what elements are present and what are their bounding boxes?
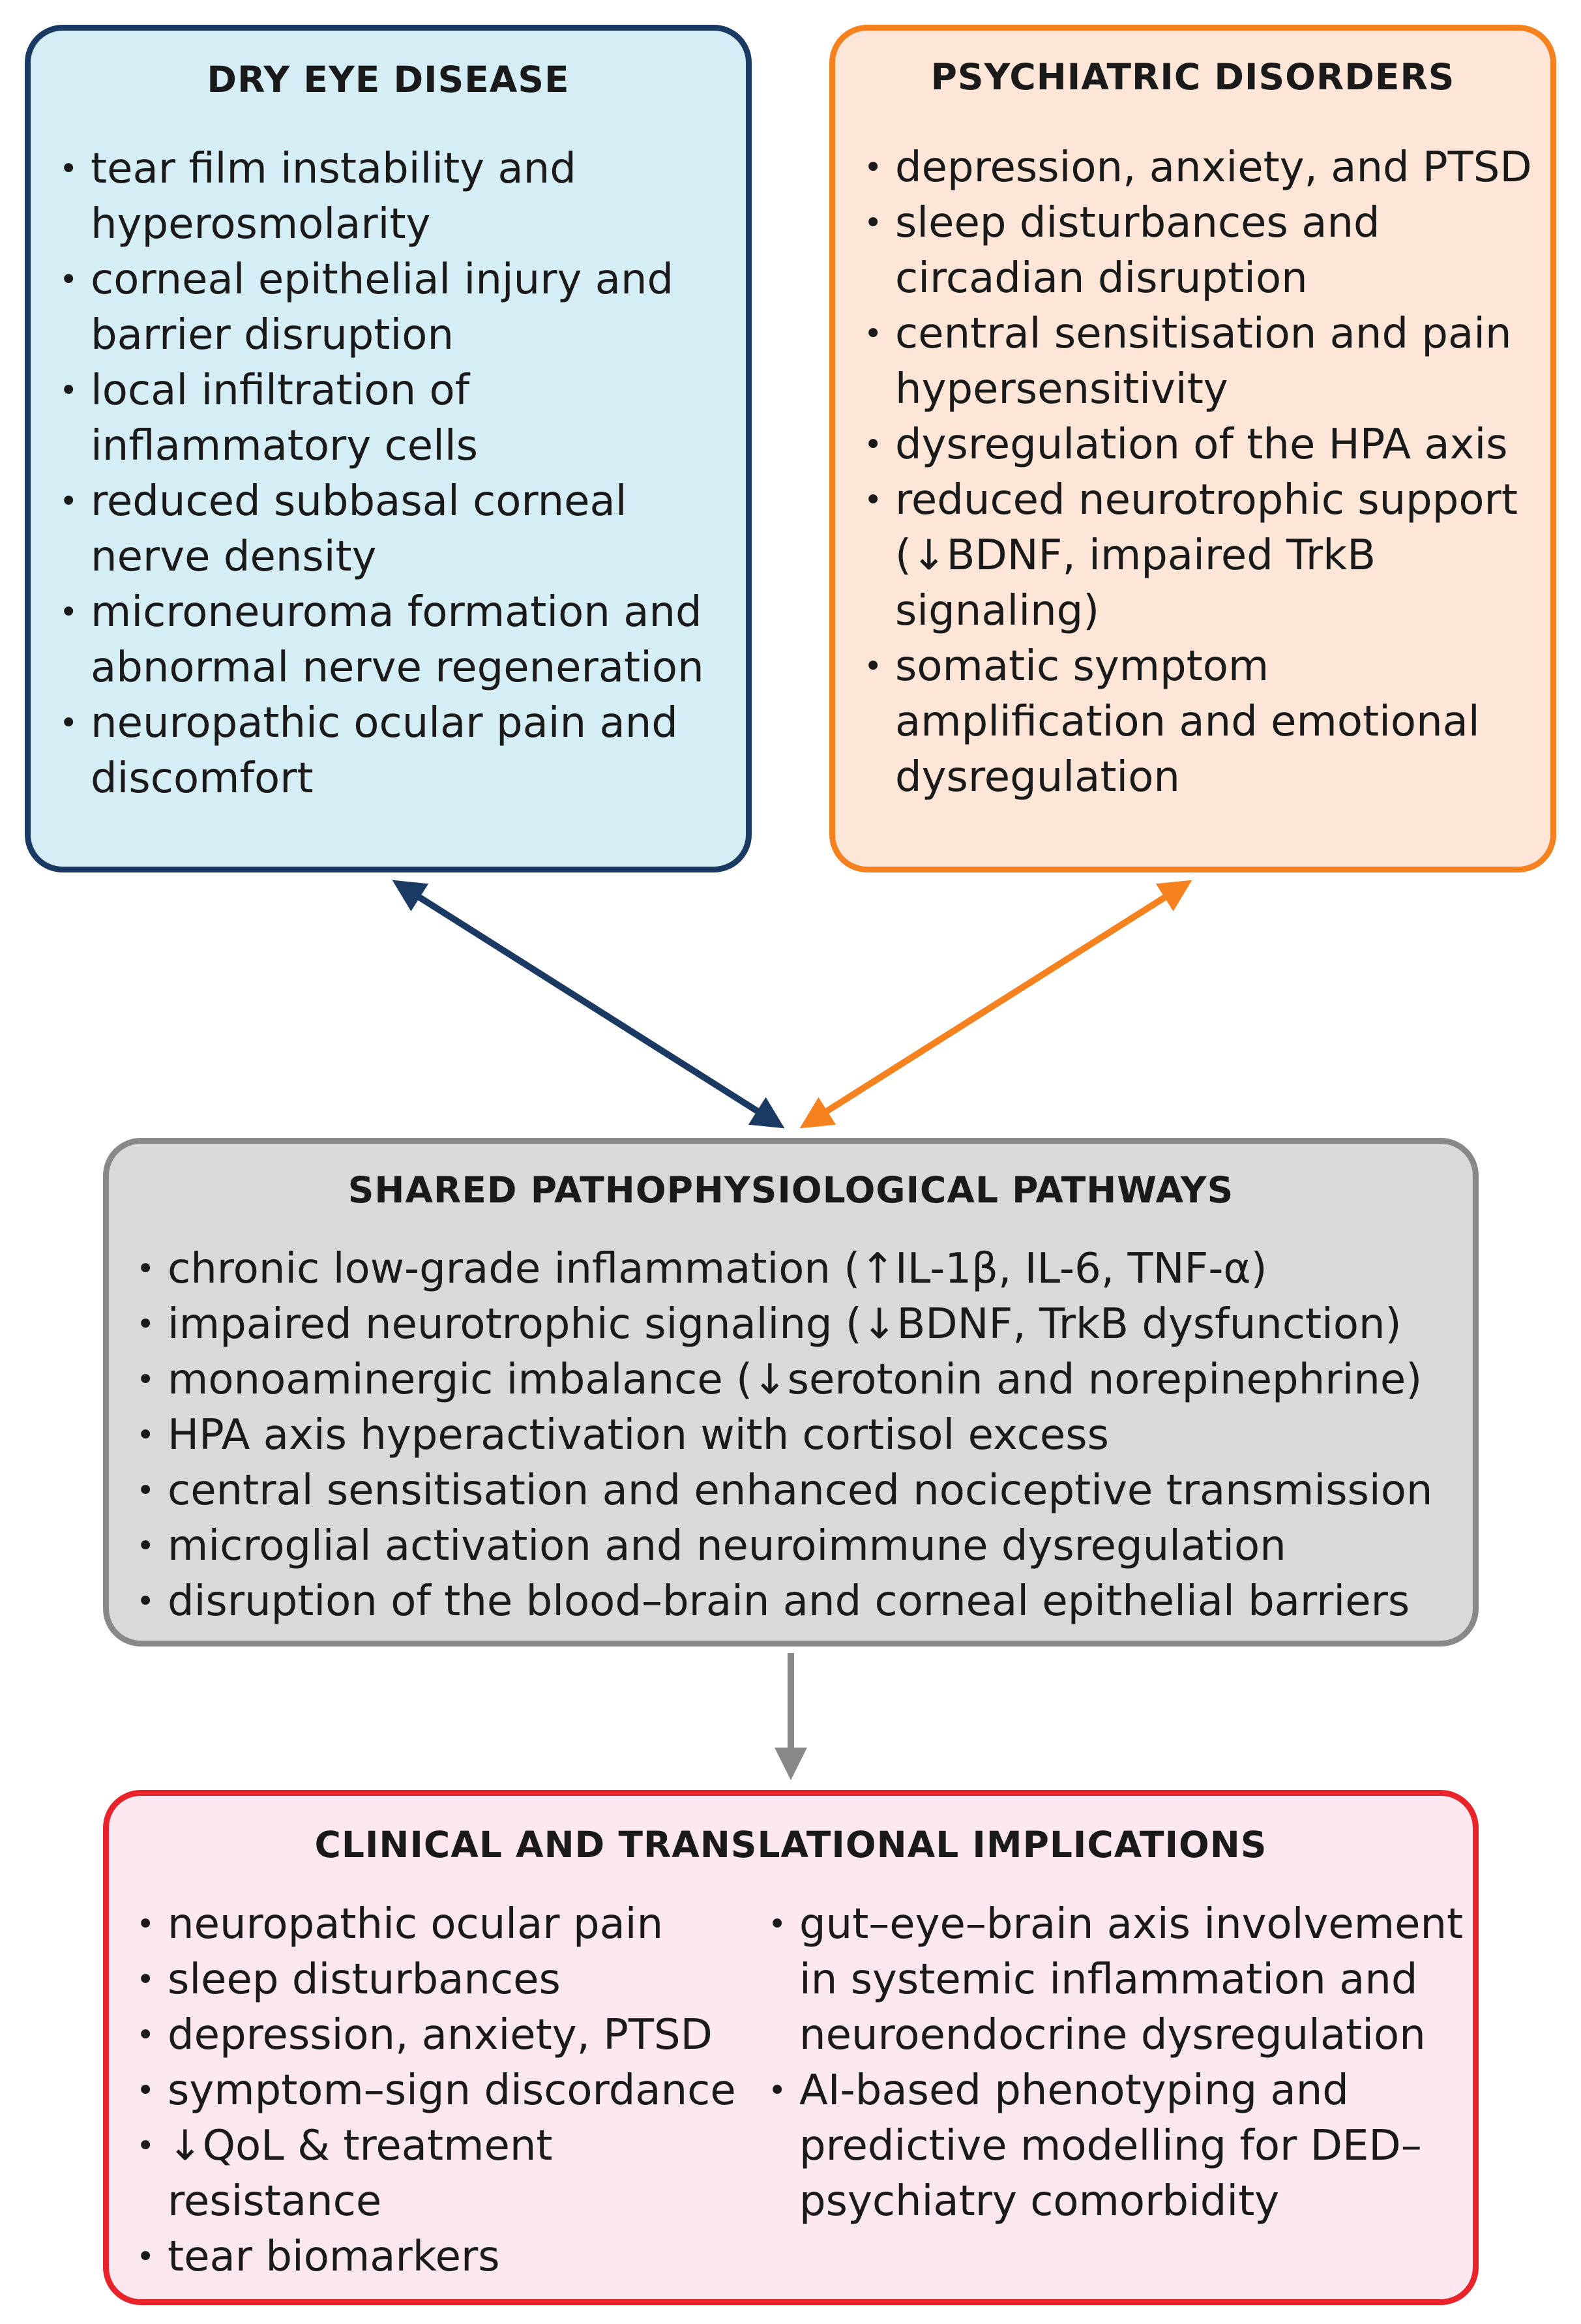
list-item: neuropathic ocular pain xyxy=(132,1897,758,1952)
psychiatric-disorders-list: depression, anxiety, and PTSD sleep dist… xyxy=(860,140,1544,805)
list-item: somatic symptom amplification and emotio… xyxy=(860,639,1544,805)
list-item: chronic low-grade inflammation (↑IL-1β, … xyxy=(132,1242,1469,1297)
dry-eye-disease-list: tear film instability and hyperosmolarit… xyxy=(55,142,740,807)
list-item: ↓QoL & treatment resistance xyxy=(132,2119,758,2229)
psychiatric-disorders-title: PSYCHIATRIC DISORDERS xyxy=(930,56,1455,98)
dry-eye-to-shared-arrow xyxy=(392,880,785,1129)
list-item: local infiltration of inflammatory cells xyxy=(55,363,740,474)
list-item: corneal epithelial injury and barrier di… xyxy=(55,252,740,363)
psychiatric-to-shared-arrow xyxy=(799,880,1192,1129)
list-item: symptom–sign discordance xyxy=(132,2063,758,2119)
clinical-implications-right-list: gut–eye–brain axis involvement in system… xyxy=(764,1897,1468,2229)
list-item: sleep disturbances and circadian disrupt… xyxy=(860,196,1544,306)
clinical-implications-box: CLINICAL AND TRANSLATIONAL IMPLICATIONS … xyxy=(103,1790,1479,2305)
list-item: tear film instability and hyperosmolarit… xyxy=(55,142,740,252)
shared-pathways-title: SHARED PATHOPHYSIOLOGICAL PATHWAYS xyxy=(347,1169,1234,1211)
list-item: AI-based phenotyping and predictive mode… xyxy=(764,2063,1468,2229)
list-item: microneuroma formation and abnormal nerv… xyxy=(55,585,740,696)
list-item: reduced subbasal corneal nerve density xyxy=(55,474,740,585)
list-item: sleep disturbances xyxy=(132,1952,758,2008)
shared-pathways-list: chronic low-grade inflammation (↑IL-1β, … xyxy=(132,1242,1469,1630)
list-item: reduced neurotrophic support (↓BDNF, imp… xyxy=(860,473,1544,639)
list-item: HPA axis hyperactivation with cortisol e… xyxy=(132,1408,1469,1463)
list-item: monoaminergic imbalance (↓serotonin and … xyxy=(132,1352,1469,1408)
clinical-implications-title: CLINICAL AND TRANSLATIONAL IMPLICATIONS xyxy=(314,1824,1267,1866)
dry-eye-disease-title: DRY EYE DISEASE xyxy=(207,59,570,100)
psychiatric-disorders-box: PSYCHIATRIC DISORDERS depression, anxiet… xyxy=(829,25,1556,872)
dry-eye-disease-box: DRY EYE DISEASE tear film instability an… xyxy=(25,25,752,872)
list-item: microglial activation and neuroimmune dy… xyxy=(132,1519,1469,1574)
list-item: impaired neurotrophic signaling (↓BDNF, … xyxy=(132,1297,1469,1352)
list-item: tear biomarkers xyxy=(132,2229,758,2285)
list-item: depression, anxiety, and PTSD xyxy=(860,140,1544,196)
list-item: disruption of the blood–brain and cornea… xyxy=(132,1574,1469,1630)
list-item: central sensitisation and enhanced nocic… xyxy=(132,1463,1469,1519)
shared-pathways-box: SHARED PATHOPHYSIOLOGICAL PATHWAYS chron… xyxy=(103,1138,1479,1646)
list-item: gut–eye–brain axis involvement in system… xyxy=(764,1897,1468,2063)
list-item: depression, anxiety, PTSD xyxy=(132,2008,758,2063)
list-item: dysregulation of the HPA axis xyxy=(860,417,1544,473)
list-item: central sensitisation and pain hypersens… xyxy=(860,306,1544,417)
list-item: neuropathic ocular pain and discomfort xyxy=(55,696,740,807)
clinical-implications-left-list: neuropathic ocular pain sleep disturbanc… xyxy=(132,1897,758,2285)
